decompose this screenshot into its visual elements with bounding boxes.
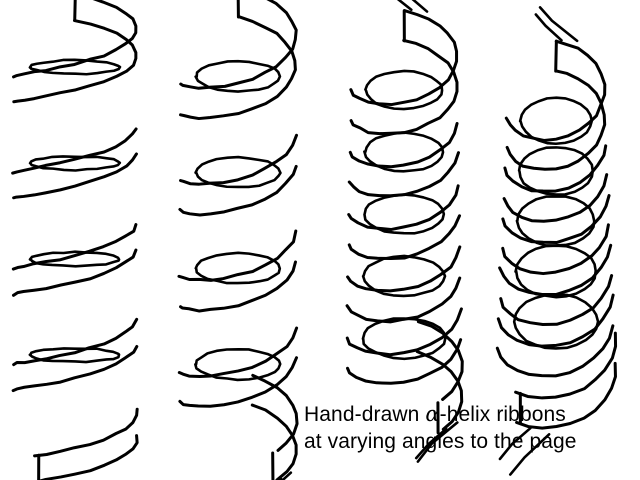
alpha-symbol: α <box>425 402 440 426</box>
caption-line-1-post: -helix ribbons <box>439 403 566 426</box>
caption-line-1: Hand-drawn α-helix ribbons <box>304 401 566 428</box>
caption-line-2: at varying angles to the page <box>304 430 577 453</box>
caption-line-1-pre: Hand-drawn <box>304 403 426 426</box>
